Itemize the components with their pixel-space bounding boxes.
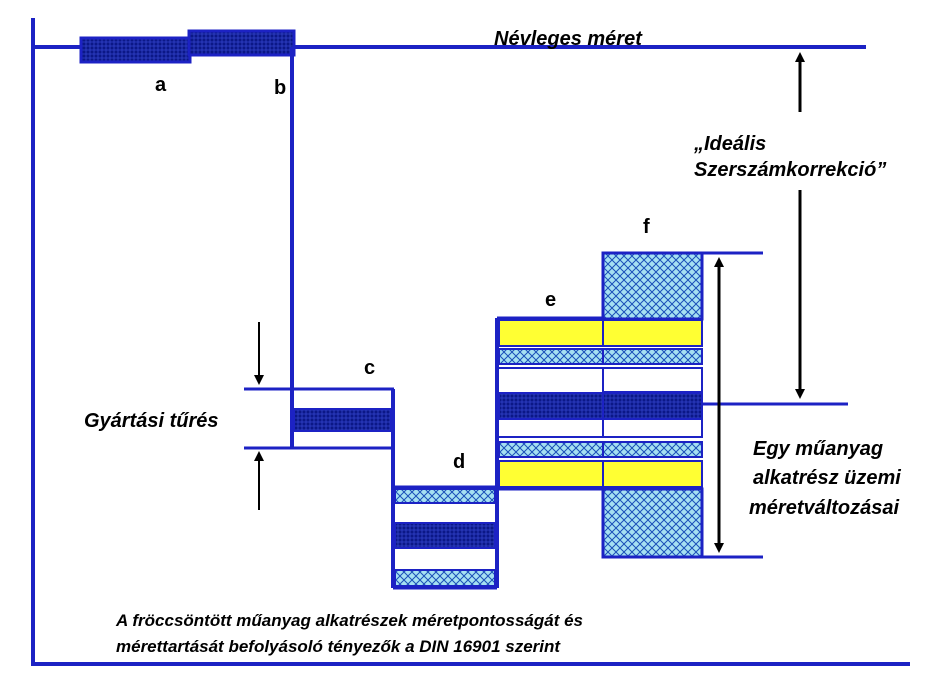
step-label-c: c: [364, 357, 375, 379]
step-e-yellow-top: [498, 319, 604, 347]
ideal-correction-label-2: Szerszámkorrekció”: [694, 159, 886, 181]
step-d-cyan-top: [394, 488, 496, 504]
step-f-white-bottom: [602, 418, 703, 438]
step-f-yellow-bottom: [602, 460, 703, 488]
variation-label-1: Egy műanyag: [753, 438, 883, 460]
nominal-size-label: Névleges méret: [494, 28, 643, 50]
step-f-cyan-mid-bottom: [602, 441, 703, 458]
step-b-bar: [187, 29, 296, 57]
step-a-bar: [79, 36, 192, 64]
step-e-dark-bar: [498, 392, 604, 420]
variation-label-3: méretváltozásai: [749, 497, 900, 519]
step-e-cyan-bottom: [498, 441, 604, 458]
variation-label-2: alkatrész üzemi: [753, 467, 901, 489]
step-label-e: e: [545, 289, 556, 311]
step-f-cyan-bottom: [601, 487, 704, 559]
step-e-yellow-bottom: [498, 460, 604, 488]
step-label-a: a: [155, 74, 167, 96]
step-label-f: f: [643, 216, 650, 238]
step-f-white-top: [602, 367, 703, 393]
tolerance-label: Gyártási tűrés: [84, 410, 219, 432]
step-f-yellow-top: [602, 319, 703, 347]
step-e-cyan-top: [498, 348, 604, 365]
step-label-d: d: [453, 451, 465, 473]
step-f-cyan-top: [601, 251, 704, 321]
step-d-dark-bar: [394, 522, 496, 549]
caption-line-1: A fröccsöntött műanyag alkatrészek méret…: [115, 611, 583, 630]
step-f-dark-bar: [602, 392, 703, 420]
ideal-correction-label-1: „Ideális: [693, 133, 766, 155]
step-f-cyan-mid-top: [602, 348, 703, 365]
step-c-bar: [293, 408, 392, 432]
caption-line-2: mérettartását befolyásoló tényezők a DIN…: [116, 637, 561, 656]
step-d-cyan-bottom: [394, 569, 496, 587]
step-label-b: b: [274, 77, 286, 99]
